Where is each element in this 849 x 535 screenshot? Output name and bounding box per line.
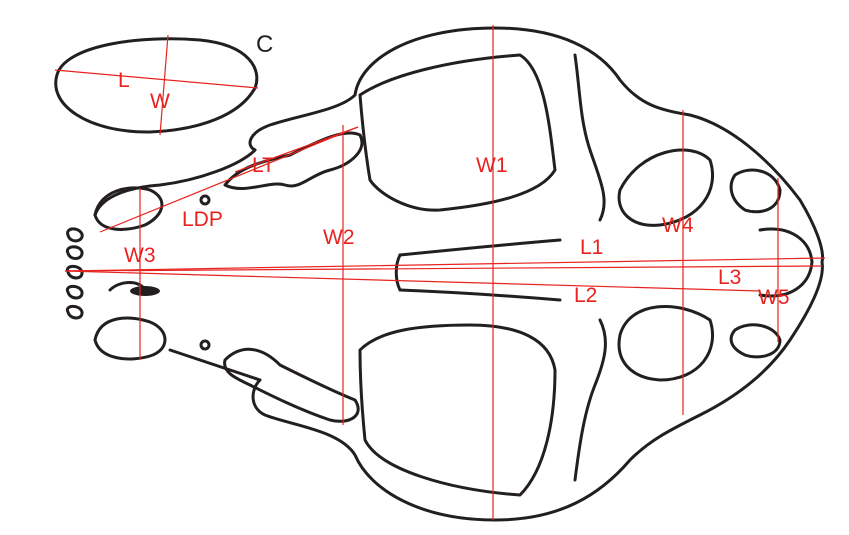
- label-LT: LT: [252, 154, 275, 177]
- label-W5: W5: [758, 286, 790, 309]
- label-W: W: [150, 90, 170, 113]
- line-LT: [234, 126, 359, 173]
- line-L2: [64, 270, 761, 292]
- label-L2: L2: [574, 284, 597, 307]
- line-L1: [64, 257, 826, 272]
- label-W2: W2: [323, 226, 355, 249]
- label-L3: L3: [718, 266, 741, 289]
- label-L1: L1: [580, 236, 603, 259]
- label-L: L: [118, 69, 130, 92]
- line-LDP: [99, 126, 359, 233]
- label-W4: W4: [662, 214, 694, 237]
- line-L3: [64, 265, 823, 272]
- measurement-lines: [54, 25, 826, 520]
- skull-outline: [65, 26, 825, 522]
- line-W: [159, 34, 169, 136]
- panel-label: C: [256, 31, 273, 58]
- line-L: [54, 69, 259, 89]
- label-W3: W3: [124, 244, 156, 267]
- label-W1: W1: [476, 154, 508, 177]
- label-LDP: LDP: [182, 208, 223, 231]
